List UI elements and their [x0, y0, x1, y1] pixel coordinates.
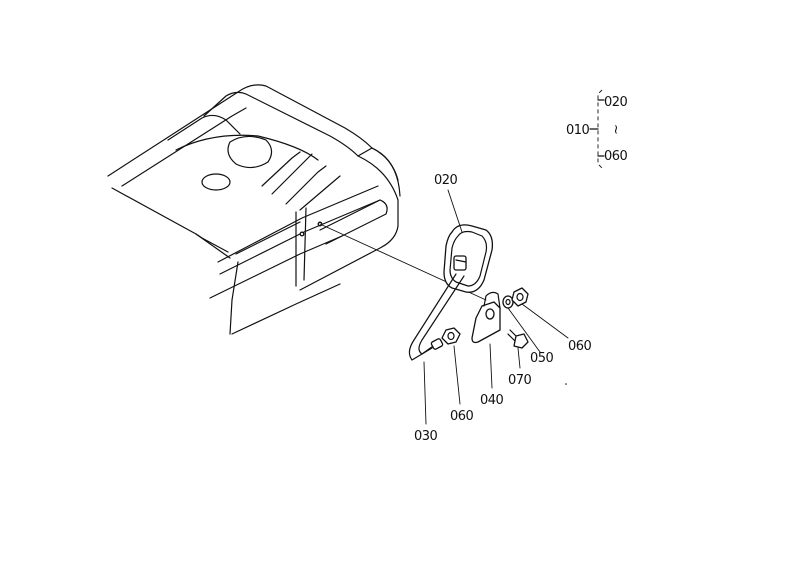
nut-right[interactable] — [511, 287, 529, 307]
callout-060-right: 060 — [568, 339, 592, 354]
nut-left[interactable] — [441, 327, 461, 345]
callout-030: 030 — [414, 429, 438, 444]
mirror-bracket[interactable] — [471, 291, 501, 344]
callout-070: 070 — [508, 373, 532, 388]
callout-060-left: 060 — [450, 409, 474, 424]
legend-separator: ~ — [608, 124, 623, 134]
fender-panel — [107, 84, 401, 335]
callout-020: 020 — [434, 173, 458, 188]
legend-last: 060 — [604, 149, 628, 164]
callout-050: 050 — [530, 351, 554, 366]
stray-mark — [565, 383, 567, 385]
assembly-legend: 010 020 ~ 060 — [566, 89, 628, 169]
bolt[interactable] — [507, 329, 529, 349]
legend-first: 020 — [604, 95, 628, 110]
washer[interactable] — [502, 295, 514, 309]
callout-040: 040 — [480, 393, 504, 408]
mirror[interactable] — [443, 224, 494, 293]
mirror-stay[interactable] — [408, 273, 465, 361]
legend-parent: 010 — [566, 123, 590, 138]
leader-lines — [423, 189, 569, 425]
